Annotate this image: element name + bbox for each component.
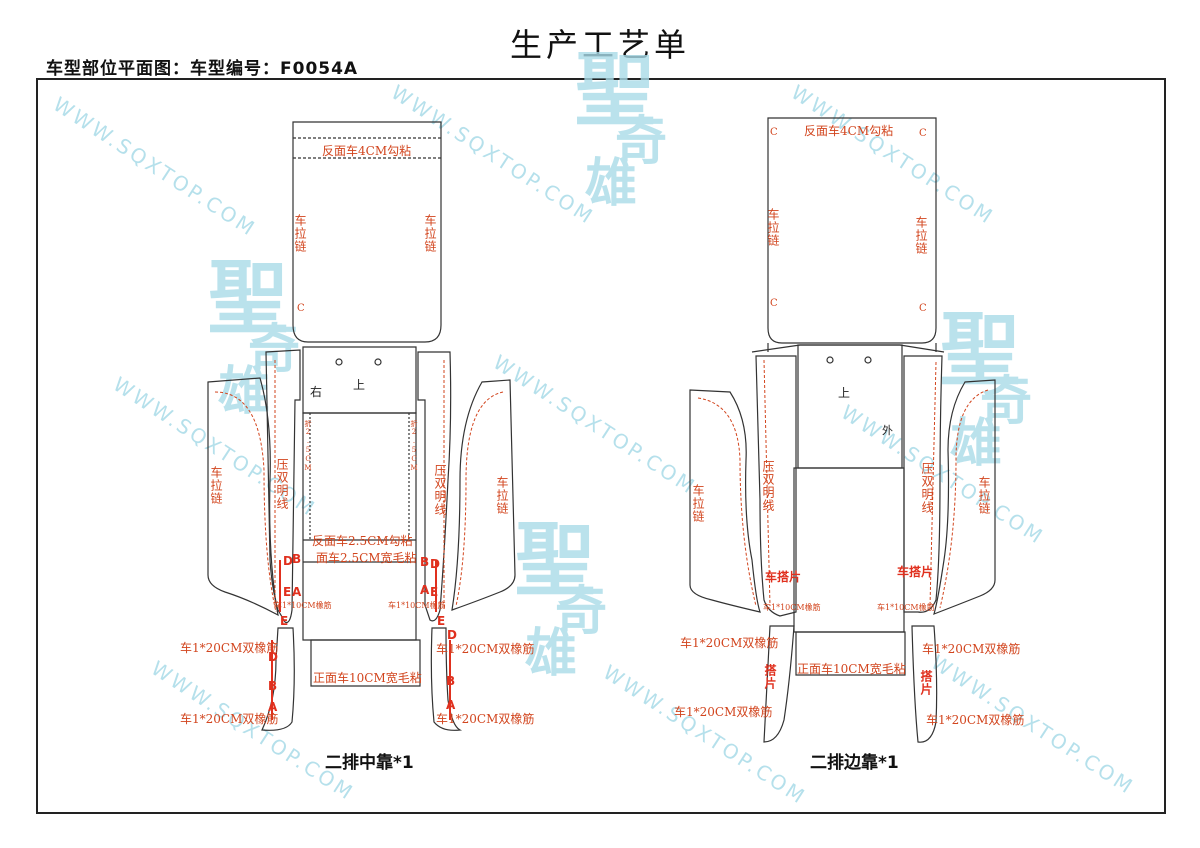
left-right-word: 右 (310, 385, 323, 399)
page-title: 生产工艺单 (509, 26, 690, 64)
right-tab-v-left: 搭片 (763, 664, 777, 690)
left-up-word: 上 (353, 378, 366, 392)
left-elastic-bot-right: 车1*20CM双橡筋 (436, 712, 535, 726)
left-mark-a2: A (268, 700, 278, 714)
left-top-fold-label: 反面车4CM勾粘 (322, 144, 412, 158)
left-strip-text-right: 折2.5CM (410, 420, 418, 473)
right-tiny-right: 车1*10CM橡筋 (877, 603, 935, 612)
right-center-panel (797, 344, 903, 469)
right-elastic-bot-right: 车1*20CM双橡筋 (926, 713, 1025, 727)
right-side-zip-right: 车拉链 (977, 476, 991, 515)
right-c-mark: C (919, 303, 927, 314)
left-mark-e2: E (280, 614, 289, 628)
right-strip-left (755, 355, 797, 617)
logo-watermark: 聖 奇 雄 (208, 251, 301, 422)
left-wide-bottom-label: 正面车10CM宽毛粘 (313, 671, 422, 685)
right-wide-bottom-label: 正面车10CM宽毛粘 (797, 662, 906, 676)
left-mark-b3: B (420, 555, 430, 569)
left-wing-left (207, 377, 279, 617)
right-tab-right: 车搭片 (897, 565, 934, 579)
left-wide-mid-label: 面车2.5CM宽毛粘 (316, 551, 417, 565)
left-wing-right (451, 379, 516, 611)
right-press-left: 压双明线 (761, 460, 775, 512)
right-tab-v-right: 搭片 (919, 670, 933, 696)
right-elastic-top-left: 车1*20CM双橡筋 (680, 636, 779, 650)
left-strip-left (265, 349, 301, 624)
logo-watermark: 聖 奇 雄 (940, 303, 1033, 474)
left-elastic-top-right: 车1*20CM双橡筋 (436, 642, 535, 656)
right-elastic-bot-left: 车1*20CM双橡筋 (674, 705, 773, 719)
left-mark-d3: D (430, 557, 440, 571)
right-c-mark: C (919, 128, 927, 139)
left-mark-a3: A (420, 583, 430, 597)
left-mark-d4: D (447, 628, 457, 642)
right-top-fold-label: 反面车4CM勾粘 (804, 124, 894, 138)
left-mark-a4: A (446, 698, 456, 712)
left-zip-right-label: 车拉链 (423, 214, 437, 253)
left-side-zip-right: 车拉链 (495, 476, 509, 515)
left-mark-e: E (283, 585, 292, 599)
left-mark-e3: E (430, 585, 439, 599)
right-leg-left (763, 625, 795, 743)
left-fold-mid-label: 反面车2.5CM勾粘 (312, 534, 413, 548)
right-press-right: 压双明线 (920, 462, 934, 514)
left-mark-d2: D (268, 650, 278, 664)
right-leg-right (911, 625, 938, 743)
right-caption: 二排边靠*1 (810, 753, 899, 773)
right-c-mark: C (770, 127, 778, 138)
right-zip-right-label: 车拉链 (914, 216, 928, 255)
left-mark-b4: B (446, 674, 456, 688)
right-c-mark: C (770, 298, 778, 309)
left-leg-right (430, 627, 463, 731)
right-bottom-flap (795, 631, 906, 676)
logo-watermark: 聖 奇 雄 (515, 513, 608, 684)
right-elastic-top-right: 车1*20CM双橡筋 (922, 642, 1021, 656)
right-wing-left (689, 389, 761, 613)
logo-watermark: 聖 奇 雄 (575, 43, 668, 214)
left-press-right: 压双明线 (433, 464, 447, 516)
right-zip-left-label: 车拉链 (766, 208, 780, 247)
model-subtitle: 车型部位平面图：车型编号：F0054A (46, 59, 359, 79)
right-top-panel (767, 117, 937, 344)
left-top-panel (292, 121, 442, 343)
left-elastic-bot-left: 车1*20CM双橡筋 (180, 712, 279, 726)
left-mark-d: D (283, 554, 293, 568)
left-leg-left (261, 627, 295, 731)
left-mark-b2: B (268, 679, 278, 693)
left-caption: 二排中靠*1 (325, 753, 414, 773)
left-strip-text-left: 折2.5CM (304, 420, 312, 473)
right-tab-left: 车搭片 (765, 570, 802, 584)
left-tiny-right: 车1*10CM橡筋 (388, 601, 446, 610)
left-mark-a: A (292, 585, 302, 599)
left-mark-e4: E (437, 614, 446, 628)
right-strip-right (903, 355, 943, 613)
left-zip-left-label: 车拉链 (293, 214, 307, 253)
right-side-zip-left: 车拉链 (691, 484, 705, 523)
left-side-zip-left: 车拉链 (209, 466, 223, 505)
left-bottom-flap (310, 639, 421, 687)
diagram-frame (36, 78, 1166, 814)
right-tiny-left: 车1*10CM橡筋 (763, 603, 821, 612)
left-c-mark: C (297, 303, 305, 314)
left-elastic-top-left: 车1*20CM双橡筋 (180, 641, 279, 655)
right-wing-right (933, 379, 996, 615)
left-press-left: 压双明线 (275, 458, 289, 510)
left-tiny-left: 车1*10CM橡筋 (274, 601, 332, 610)
left-mark-b: B (292, 552, 302, 566)
right-up-word: 上 (838, 386, 851, 400)
right-out-word: 外 (882, 424, 893, 437)
